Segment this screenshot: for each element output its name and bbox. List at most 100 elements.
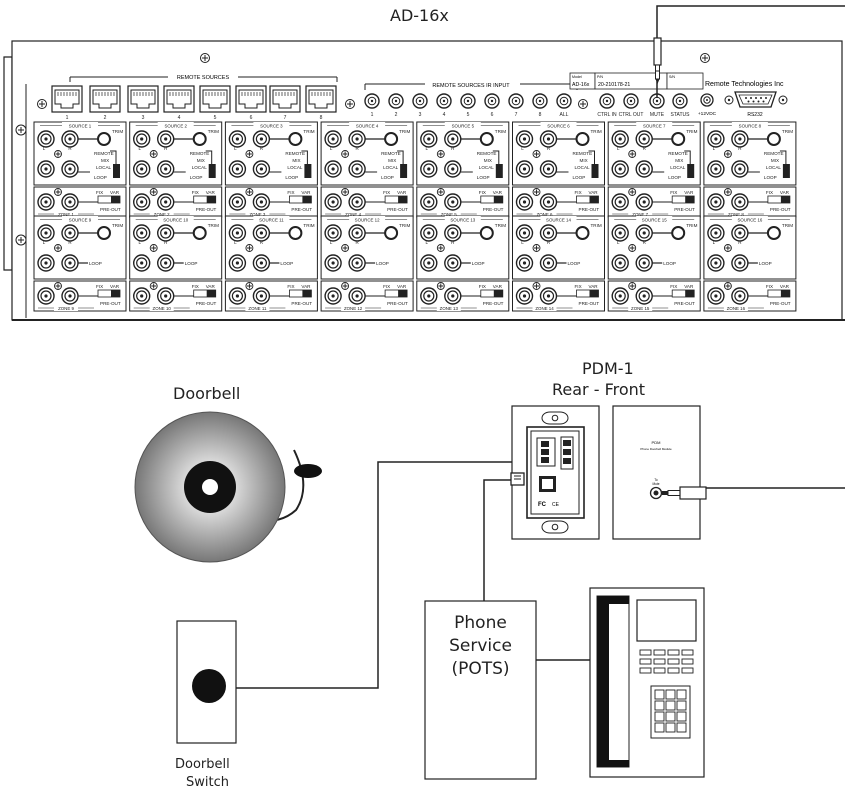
screw-icon <box>200 53 210 63</box>
channel-label: R <box>355 146 359 151</box>
zone-label: ZONE 2 <box>154 212 170 217</box>
fix-label: FIX <box>670 284 677 289</box>
trim-knob-icon <box>192 226 207 240</box>
remote-label: REMOTE <box>668 151 688 156</box>
doorbell-switch-label-1: Doorbell <box>175 757 230 772</box>
pn-value: 20-210178-21 <box>598 82 630 88</box>
loop-label: LOOP <box>663 261 676 266</box>
channel-label: L <box>713 146 716 151</box>
mix-label: MIX <box>675 158 683 163</box>
sn-caption: S/N <box>669 75 675 79</box>
preout-label: PRE-OUT <box>770 301 791 306</box>
zone-label: ZONE 3 <box>249 212 265 217</box>
zone-label: ZONE 12 <box>344 306 363 311</box>
var-label: VAR <box>589 190 599 195</box>
trim-label: TRIM <box>303 129 314 134</box>
mode-switch-icon <box>113 164 120 178</box>
screw-icon <box>578 99 588 109</box>
channel-label: L <box>617 240 620 245</box>
source-label: SOURCE 2 <box>164 124 187 129</box>
channel-label: L <box>521 146 524 151</box>
var-label: VAR <box>684 190 694 195</box>
screw-icon <box>37 99 47 109</box>
fix-label: FIX <box>383 284 390 289</box>
ir-label: 2 <box>395 112 398 118</box>
mix-label: MIX <box>197 158 205 163</box>
zone-label: ZONE 10 <box>153 306 172 311</box>
ad16x-title: AD-16x <box>390 6 449 25</box>
ir-input-header: REMOTE SOURCES IR INPUT <box>432 83 510 89</box>
zone-label: ZONE 9 <box>58 306 74 311</box>
remote-sources-header: REMOTE SOURCES <box>177 75 230 81</box>
trim-knob-icon <box>97 226 111 240</box>
var-label: VAR <box>206 190 216 195</box>
trim-label: TRIM <box>112 129 123 134</box>
fix-label: FIX <box>670 190 677 195</box>
trim-knob-icon <box>288 132 303 146</box>
pdm1-front-panel: PDM Phone Doorbell Module To Mute <box>612 405 701 540</box>
loop-label: LOOP <box>573 175 586 180</box>
channel-label: R <box>164 146 168 151</box>
phone-service-label-1: Phone <box>454 613 507 633</box>
screw-icon <box>700 53 710 63</box>
channel-label: R <box>547 146 551 151</box>
var-label: VAR <box>206 284 216 289</box>
channel-label: R <box>68 146 72 151</box>
trim-label: TRIM <box>495 129 506 134</box>
remote-label: REMOTE <box>94 151 114 156</box>
doorbell-switch-label-2: Switch <box>186 775 229 790</box>
var-label: VAR <box>780 190 790 195</box>
ir-label: 5 <box>467 112 470 118</box>
control-label: CTRL OUT <box>619 112 644 118</box>
source-label: SOURCE 8 <box>739 124 762 129</box>
pdm1-title: PDM-1 <box>582 359 634 378</box>
fix-label: FIX <box>96 190 103 195</box>
source-label: SOURCE 15 <box>642 218 667 223</box>
source-label: SOURCE 6 <box>547 124 570 129</box>
channel-label: L <box>426 240 429 245</box>
trim-label: TRIM <box>591 129 602 134</box>
trim-knob-icon <box>192 132 207 146</box>
fix-label: FIX <box>479 190 486 195</box>
mute-plug-icon <box>653 37 662 84</box>
trim-label: TRIM <box>399 129 410 134</box>
preout-label: PRE-OUT <box>674 301 695 306</box>
loop-label: LOOP <box>764 175 777 180</box>
pdm-front-desc: Phone Doorbell Module <box>640 447 672 451</box>
fix-label: FIX <box>287 190 294 195</box>
doorbell-switch-icon <box>176 620 237 744</box>
control-label: MUTE <box>650 112 665 118</box>
trim-label: TRIM <box>686 129 697 134</box>
fix-label: FIX <box>192 190 199 195</box>
trim-knob-icon <box>766 226 781 240</box>
rj45-number: 2 <box>104 115 107 121</box>
var-label: VAR <box>110 190 120 195</box>
pdm-jack-label-2: Mute <box>652 482 659 486</box>
loop-label: LOOP <box>376 261 389 266</box>
channel-label: L <box>234 240 237 245</box>
mix-label: MIX <box>388 158 396 163</box>
var-label: VAR <box>589 284 599 289</box>
trim-label: TRIM <box>686 223 697 228</box>
telephone-icon <box>589 587 705 778</box>
fix-label: FIX <box>192 284 199 289</box>
remote-label: REMOTE <box>477 151 497 156</box>
screw-icon <box>724 95 734 105</box>
trim-knob-icon <box>766 132 781 146</box>
trim-label: TRIM <box>399 223 410 228</box>
preout-label: PRE-OUT <box>483 301 504 306</box>
zone-label: ZONE 4 <box>345 212 361 217</box>
model-value: AD-16x <box>572 82 590 88</box>
ir-label: 3 <box>419 112 422 118</box>
trim-knob-icon <box>479 226 494 240</box>
trim-label: TRIM <box>303 223 314 228</box>
local-label: LOCAL <box>96 165 112 170</box>
